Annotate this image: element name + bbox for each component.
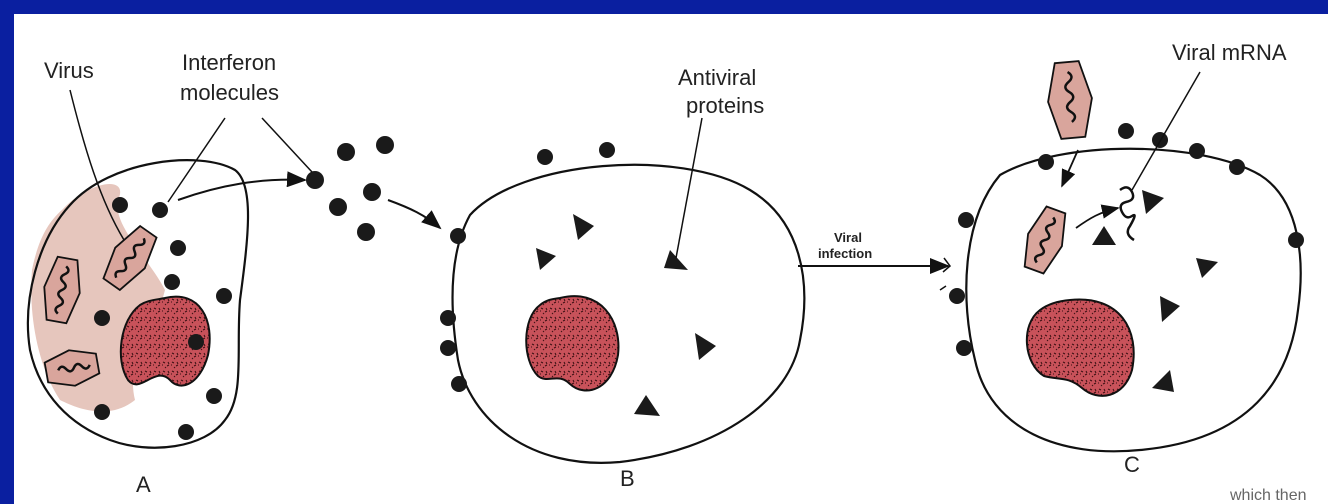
leader-antiviral [676,118,702,258]
label-antiviral-line2: proteins [686,93,764,118]
cell-b-nucleus [526,296,618,390]
leader-interferon-b [262,118,312,172]
label-viral-infection-line2: infection [818,246,872,261]
cell-c-nucleus [1027,300,1134,396]
viral-mrna-squiggle [1120,187,1135,240]
interferon-diagram: Virus Interferon molecules Antiviral pro… [14,14,1328,504]
arrow-to-mrna [1076,208,1118,228]
released-interferon [306,136,394,241]
arrow-release-to-b [388,200,440,228]
label-cell-a: A [136,472,151,497]
label-interferon-line2: molecules [180,80,279,105]
label-cell-c: C [1124,452,1140,477]
infection-scribble [940,258,950,290]
leader-viral-mrna [1132,72,1200,190]
cell-b-membrane [452,165,804,463]
cell-c [949,60,1304,451]
label-viral-infection-line1: Viral [834,230,862,245]
cutoff-caption: which then [1229,487,1307,504]
cell-b [440,142,804,463]
label-cell-b: B [620,466,635,491]
diagram-panel: Virus Interferon molecules Antiviral pro… [14,14,1328,504]
label-viral-mrna: Viral mRNA [1172,40,1287,65]
bound-interferon-c [949,123,1304,356]
virus-icon [1045,60,1095,140]
cell-a [28,160,248,448]
arrow-virus-entry [1062,150,1078,186]
label-virus: Virus [44,58,94,83]
label-antiviral-line1: Antiviral [678,65,756,90]
virus-icon [1017,204,1073,276]
label-interferon-line1: Interferon [182,50,276,75]
arrow-a-to-release [178,180,305,200]
